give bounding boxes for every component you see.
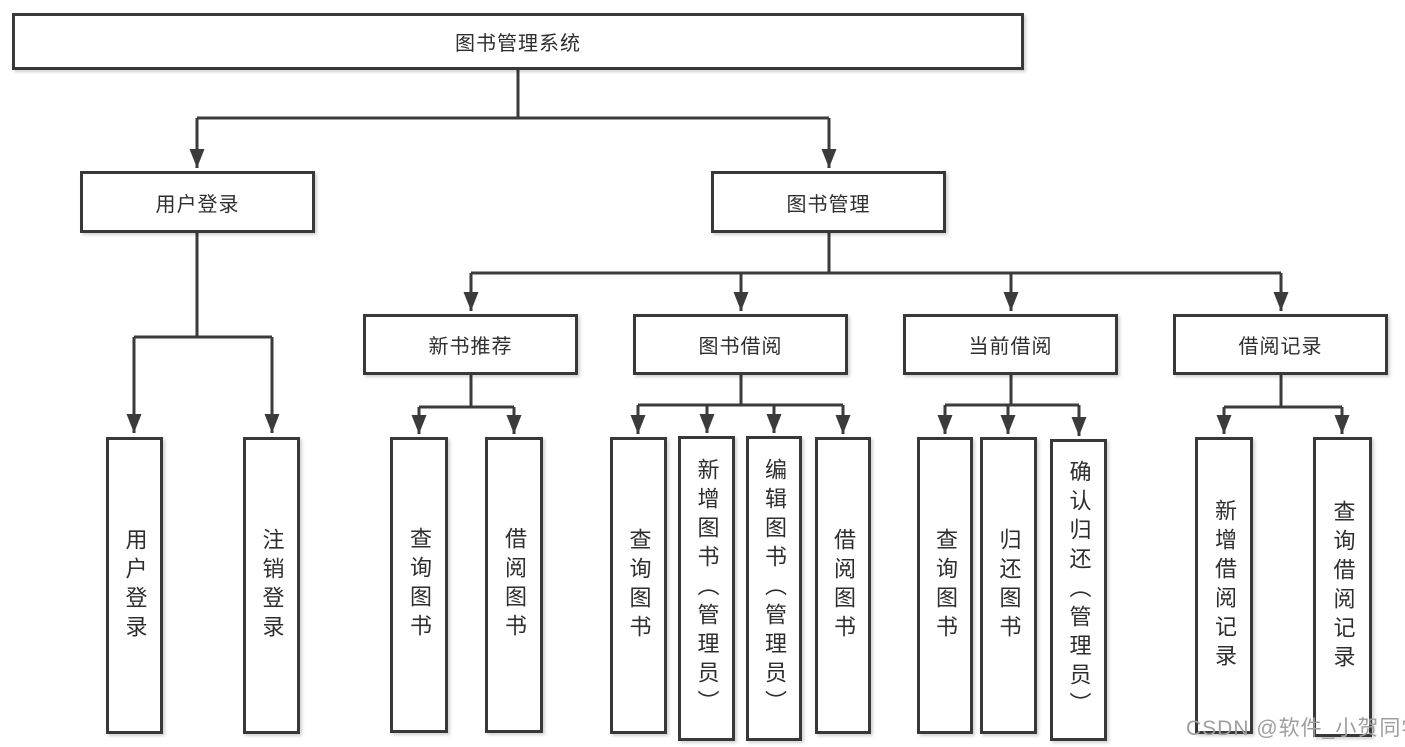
node-library-system: 图书管理系统 [12, 13, 1024, 70]
node-borrow-records: 借阅记录 [1173, 314, 1388, 375]
node-label: 图书借阅 [698, 336, 783, 358]
watermark: CSDN @软件_小贺同学 [1186, 717, 1405, 740]
node-label: 借阅记录 [1238, 336, 1323, 358]
leaf-add-book-admin: 新增图书（管理员） [678, 436, 735, 741]
node-book-borrow: 图书借阅 [633, 314, 848, 375]
node-label: 查询图书 [933, 527, 958, 644]
node-label: 查询图书 [626, 527, 652, 644]
node-label: 图书管理系统 [455, 33, 581, 55]
node-new-book-recommend: 新书推荐 [363, 314, 578, 375]
node-label: 查询借阅记录 [1330, 500, 1356, 674]
leaf-return-books: 归还图书 [980, 437, 1037, 734]
node-label: 注销登录 [259, 527, 285, 644]
leaf-user-login: 用户登录 [106, 437, 163, 734]
leaf-query-borrow-record: 查询借阅记录 [1313, 437, 1372, 737]
node-label: 借阅图书 [831, 527, 856, 644]
node-label: 图书管理 [786, 193, 871, 216]
node-label: 新增借阅记录 [1212, 498, 1237, 673]
leaf-logout: 注销登录 [243, 437, 300, 734]
node-label: 用户登录 [122, 527, 148, 644]
leaf-add-borrow-record: 新增借阅记录 [1195, 437, 1253, 734]
node-label: 新增图书（管理员） [694, 458, 720, 719]
node-book-management: 图书管理 [711, 171, 946, 233]
leaf-edit-book-admin: 编辑图书（管理员） [746, 436, 802, 741]
node-user-login: 用户登录 [80, 171, 315, 233]
node-label: 新书推荐 [428, 336, 513, 358]
node-label: 查询图书 [407, 527, 432, 643]
node-label: 借阅图书 [502, 527, 527, 643]
leaf-query-books-recommend: 查询图书 [390, 437, 448, 733]
node-label: 编辑图书（管理员） [762, 458, 787, 719]
node-label: 归还图书 [996, 527, 1022, 644]
leaf-confirm-return-admin: 确认归还（管理员） [1050, 439, 1107, 741]
node-current-borrow: 当前借阅 [903, 314, 1118, 375]
leaf-borrow-books-recommend: 借阅图书 [485, 437, 543, 733]
node-label: 当前借阅 [968, 336, 1053, 358]
node-label: 确认归还（管理员） [1066, 459, 1092, 721]
leaf-borrow-books: 借阅图书 [815, 437, 871, 734]
leaf-query-books-current: 查询图书 [917, 437, 973, 734]
leaf-query-books-borrow: 查询图书 [610, 437, 667, 734]
node-label: 用户登录 [155, 193, 240, 216]
